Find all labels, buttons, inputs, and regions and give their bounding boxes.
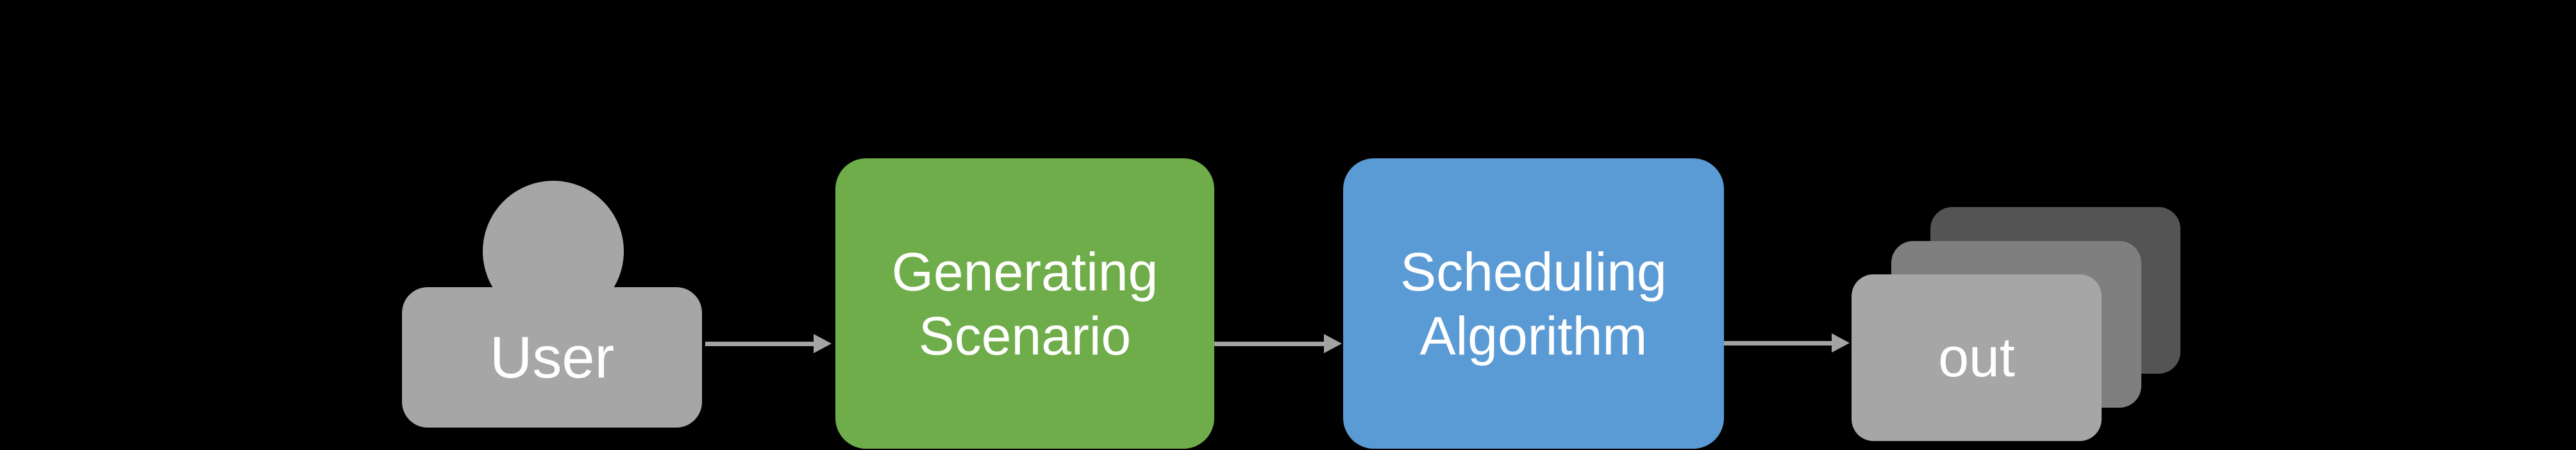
arrow-head-icon: [1832, 333, 1850, 353]
output-node: out: [1852, 274, 2102, 441]
arrow-shaft: [1214, 342, 1325, 346]
arrow-shaft: [705, 342, 814, 346]
arrow-shaft: [1724, 341, 1832, 346]
generating-scenario-label-line2: Scenario: [918, 305, 1132, 366]
generating-scenario-node: Generating Scenario: [835, 158, 1214, 449]
flow-arrow-user-to-generating: [705, 334, 832, 353]
flow-arrow-generating-to-scheduling: [1214, 334, 1342, 353]
generating-scenario-label-line1: Generating: [891, 241, 1158, 302]
scheduling-algorithm-node: Scheduling Algorithm: [1343, 158, 1724, 449]
scheduling-algorithm-label-line2: Algorithm: [1419, 305, 1648, 366]
scheduling-algorithm-label-line1: Scheduling: [1400, 241, 1667, 302]
flow-arrow-scheduling-to-output: [1724, 333, 1850, 353]
arrow-head-icon: [1324, 334, 1342, 353]
output-node-label: out: [1938, 327, 2015, 388]
user-node: User: [402, 287, 702, 428]
user-node-label: User: [489, 324, 615, 390]
arrow-head-icon: [814, 334, 832, 353]
